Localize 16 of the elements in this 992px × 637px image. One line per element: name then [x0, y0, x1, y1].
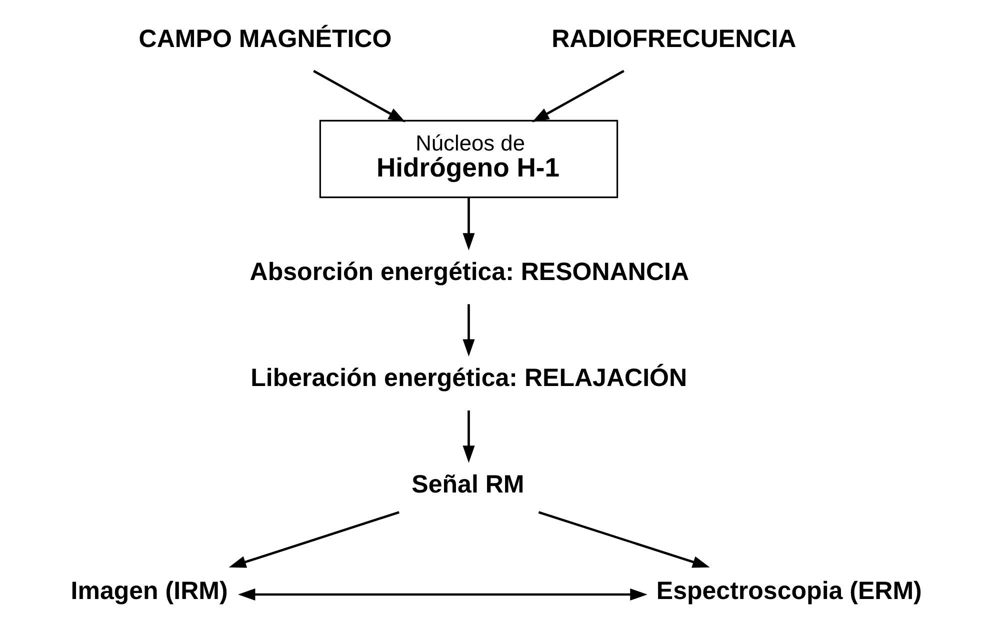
node-text: Espectroscopia (ERM)	[656, 576, 922, 605]
arrow	[238, 588, 647, 601]
node-box: Núcleos de Hidrógeno H-1	[318, 120, 618, 198]
node-text: CAMPO MAGNÉTICO	[138, 24, 392, 53]
arrow	[462, 198, 474, 250]
node-text: Señal RM	[411, 470, 524, 499]
node-text: Imagen (IRM)	[70, 576, 228, 605]
arrow	[312, 70, 406, 122]
node-text: RADIOFRECUENCIA	[551, 24, 796, 53]
arrow	[538, 511, 710, 568]
arrow	[462, 304, 474, 357]
node-text: Absorción energética: RESONANCIA	[249, 258, 689, 286]
arrow	[462, 410, 474, 463]
arrow	[531, 70, 624, 122]
arrow	[228, 511, 399, 568]
node-text: Liberación energética: RELAJACIÓN	[250, 364, 687, 392]
